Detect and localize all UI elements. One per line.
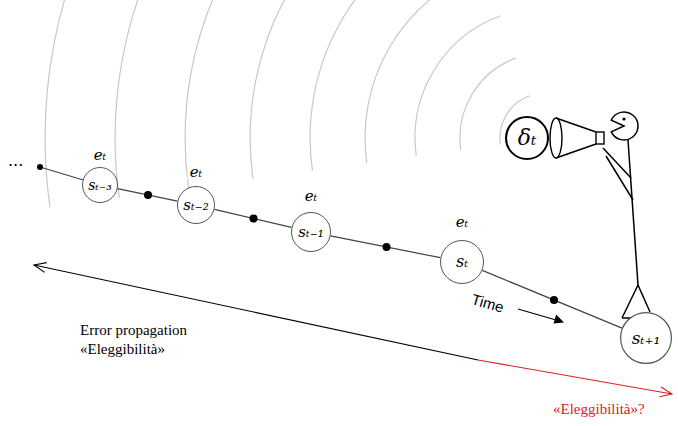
state-label: sₜ₊₁ bbox=[632, 330, 661, 347]
error-propagation-arrow bbox=[34, 263, 478, 360]
ellipsis-label: ... bbox=[8, 152, 23, 170]
wave-arc bbox=[250, 0, 444, 179]
trace-label: eₜ bbox=[454, 214, 471, 231]
caption-label: «Eleggibilità» bbox=[80, 341, 165, 358]
trace-label: eₜ bbox=[188, 164, 205, 181]
state-label: sₜ₋₁ bbox=[298, 225, 323, 240]
state-circle: eₜsₜ₋₁ bbox=[291, 212, 331, 252]
state-label: sₜ₋₃ bbox=[88, 178, 112, 192]
wave-arc bbox=[310, 0, 465, 171]
question-label: «Eleggibilità»? bbox=[553, 401, 645, 418]
action-dot bbox=[550, 296, 558, 304]
trace-label: eₜ bbox=[303, 188, 320, 205]
wave-arc bbox=[185, 0, 422, 188]
time-arrow bbox=[518, 309, 564, 324]
action-dot bbox=[144, 191, 152, 199]
wave-arc bbox=[115, 0, 398, 198]
action-dot bbox=[250, 215, 258, 223]
trace-label: eₜ bbox=[92, 147, 109, 164]
action-dot bbox=[37, 164, 43, 170]
action-dot bbox=[383, 243, 391, 251]
state-circle: eₜsₜ bbox=[440, 240, 484, 284]
state-circle: eₜsₜ₋₃ bbox=[82, 167, 118, 203]
state-circle: sₜ₊₁ bbox=[620, 312, 672, 364]
transition-line bbox=[118, 189, 178, 201]
forward-arrow bbox=[478, 360, 672, 397]
stick-figure bbox=[603, 112, 650, 318]
error-symbol: δₜ bbox=[518, 127, 537, 149]
error-circle: δₜ bbox=[505, 116, 549, 160]
wave-arc bbox=[365, 0, 483, 163]
transition-line bbox=[215, 209, 292, 227]
caption-label: Error propagation bbox=[80, 322, 187, 339]
wave-arcs bbox=[45, 0, 529, 208]
transition-line bbox=[331, 236, 441, 258]
state-circle: eₜsₜ₋₂ bbox=[177, 186, 215, 224]
wave-arc bbox=[45, 0, 374, 208]
wave-arc bbox=[415, 16, 500, 156]
megaphone bbox=[550, 118, 604, 158]
state-label: sₜ₋₂ bbox=[183, 198, 208, 213]
time-label: Time bbox=[470, 290, 506, 316]
state-label: sₜ bbox=[456, 254, 468, 270]
